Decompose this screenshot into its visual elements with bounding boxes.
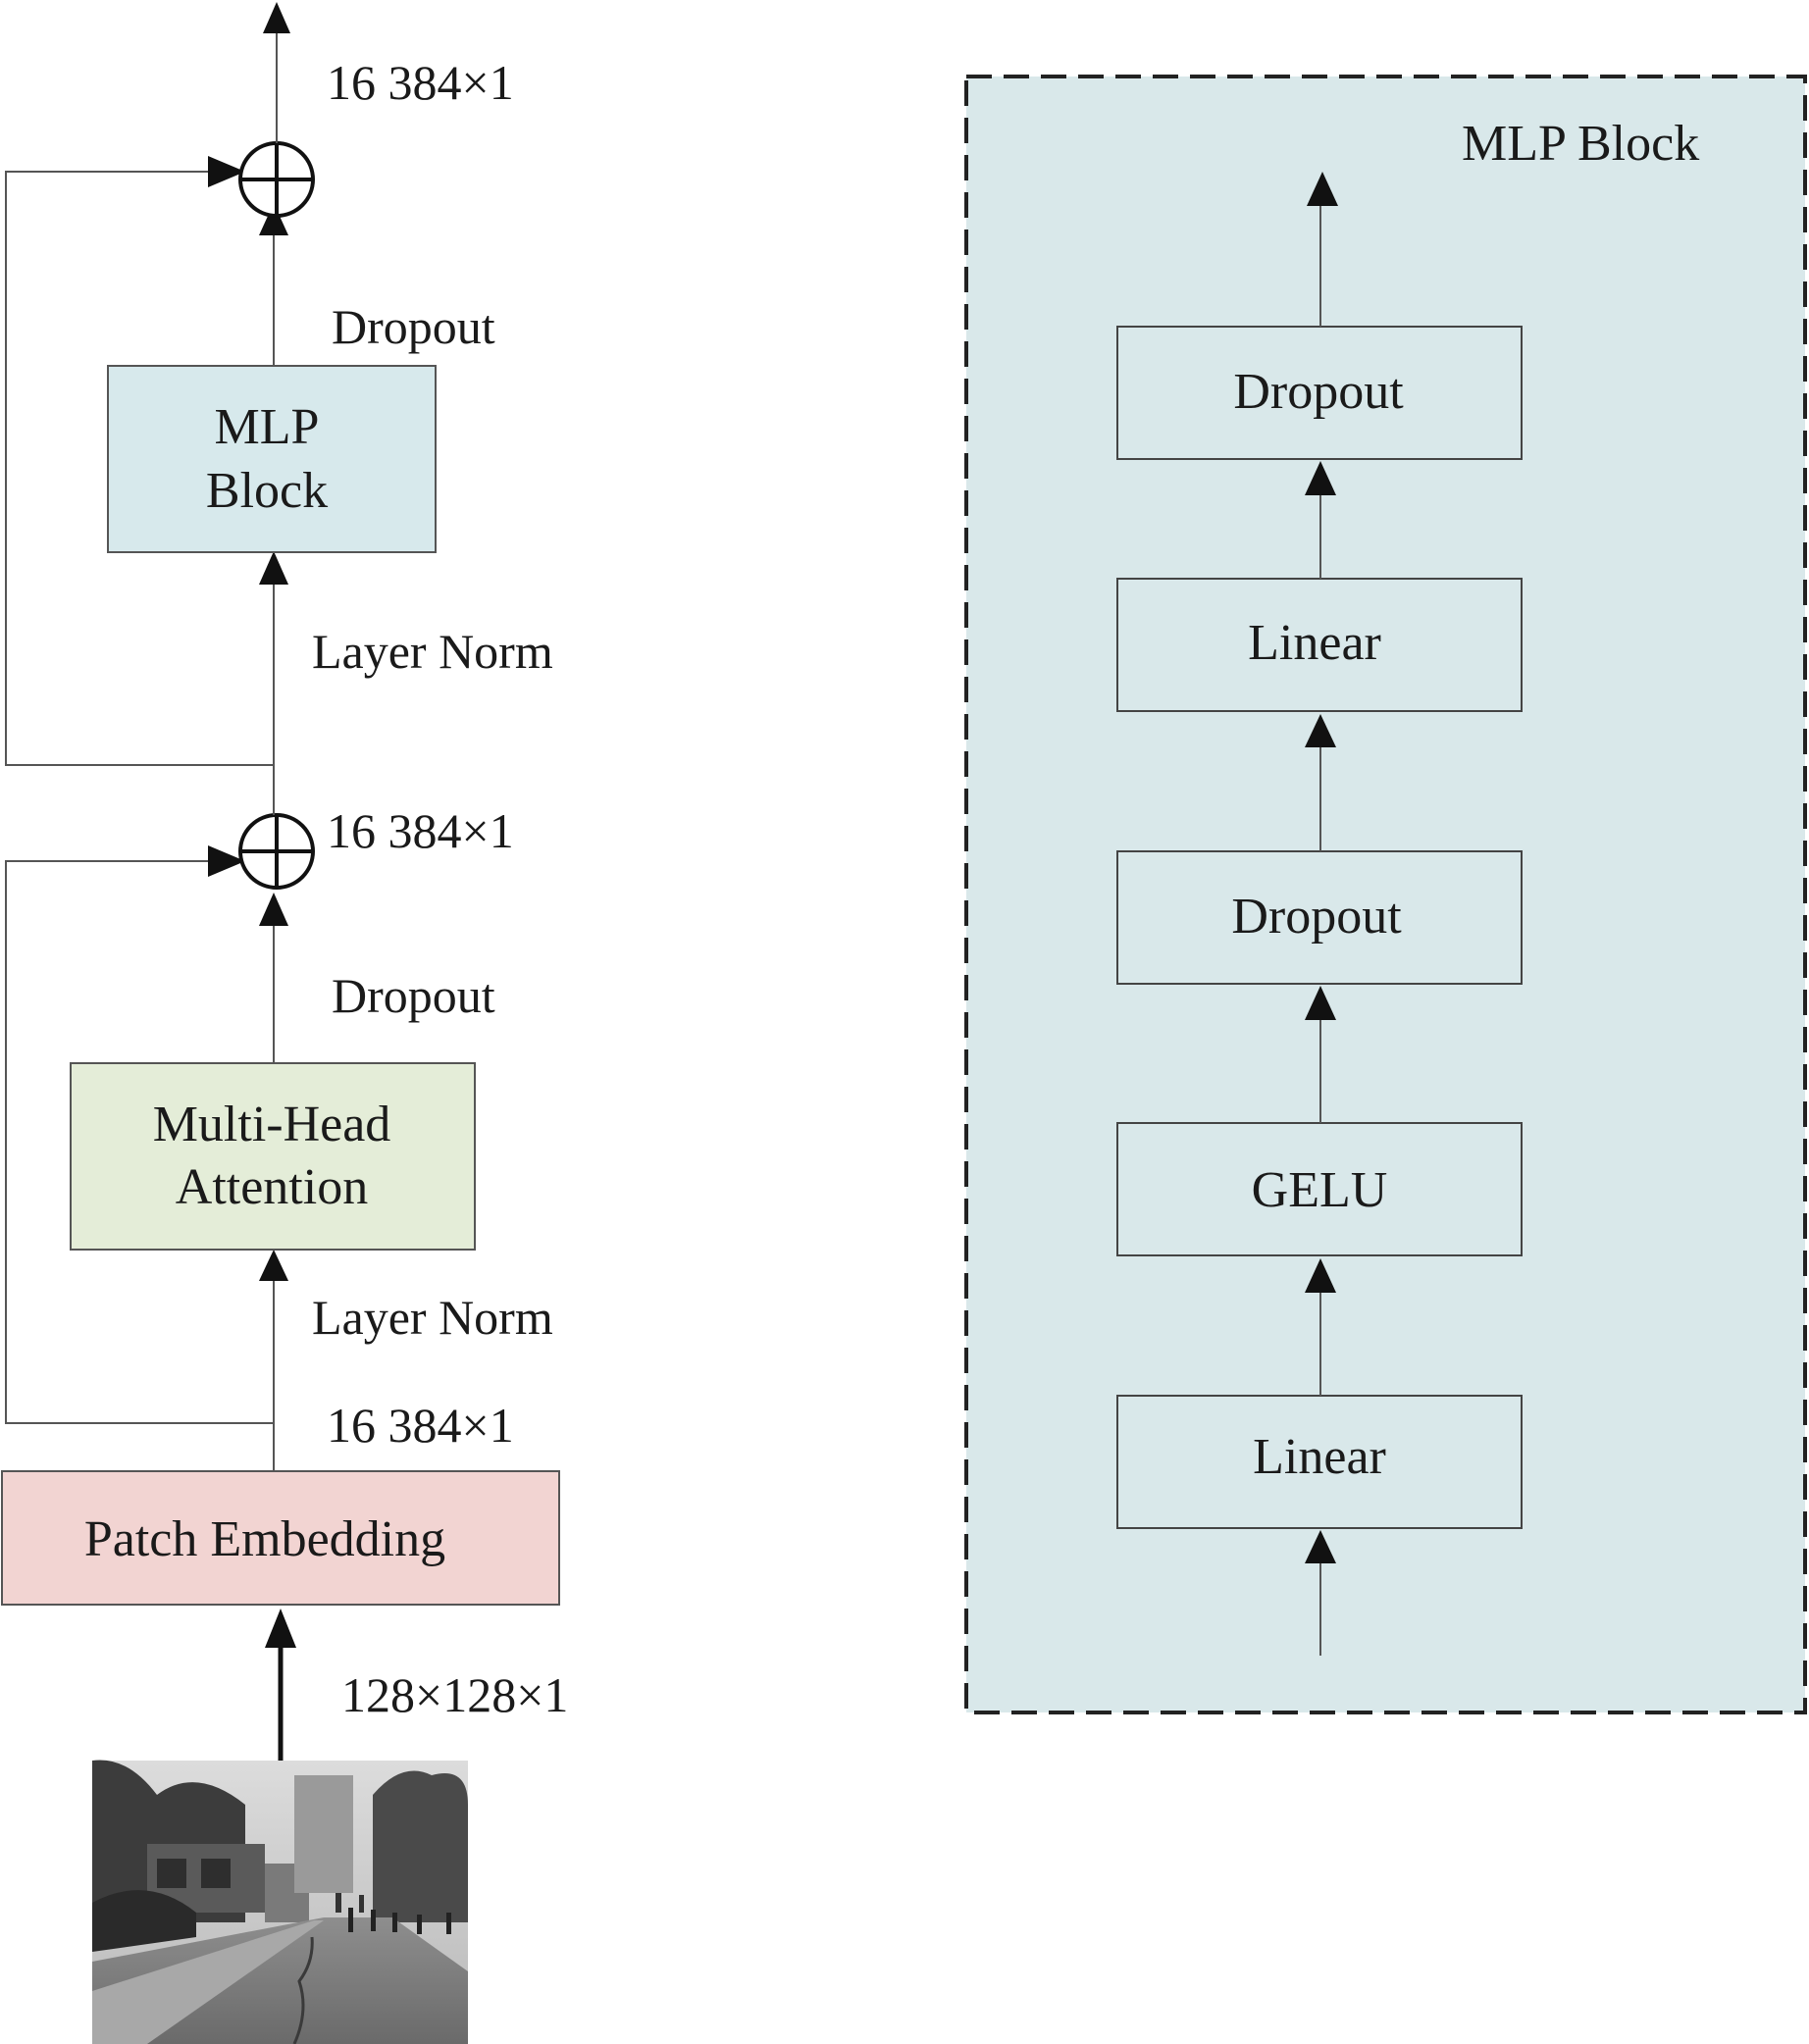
mlp-arrowhead-4 [1305, 461, 1336, 495]
mlp-output-arrowhead [1307, 172, 1338, 206]
embed-dim-label: 16 384×1 [327, 1398, 514, 1453]
mlp-detail-title: MLP Block [1462, 116, 1699, 172]
layer-norm-label-1: Layer Norm [312, 1290, 553, 1345]
input-dim-label: 128×128×1 [341, 1667, 568, 1722]
layer-norm-arrowhead-2 [259, 551, 288, 585]
skip-connection-1 [5, 860, 274, 1424]
mlp-block-box [107, 365, 437, 553]
multi-head-attention-box [70, 1062, 476, 1251]
residual-dim-label-1: 16 384×1 [327, 803, 514, 858]
output-arrowhead [263, 2, 290, 33]
skip-arrowhead-1 [208, 845, 245, 877]
mlp-layer-dropout-2-label: Dropout [1233, 364, 1404, 420]
mlp-layer-linear-2 [1116, 578, 1523, 712]
mlp-layer-dropout-1 [1116, 850, 1523, 985]
mlp-layer-gelu-label: GELU [1252, 1162, 1388, 1218]
dropout-label-2: Dropout [332, 299, 495, 354]
mlp-arrowhead-3 [1305, 714, 1336, 747]
dropout-arrowhead-2 [259, 203, 288, 235]
mlp-input-arrowhead [1305, 1530, 1336, 1563]
layer-norm-arrowhead-1 [259, 1250, 288, 1281]
input-image [92, 1760, 468, 2044]
layer-norm-label-2: Layer Norm [312, 624, 553, 679]
skip-connection-2 [5, 171, 274, 766]
patch-embedding-box [1, 1470, 560, 1606]
mlp-block-label-1: MLP [215, 399, 320, 455]
mlp-layer-dropout-2 [1116, 326, 1523, 460]
mlp-layer-linear-2-label: Linear [1248, 615, 1381, 671]
multi-head-attention-label-2: Attention [176, 1159, 368, 1215]
add-circle-2 [238, 141, 315, 218]
patch-embedding-label: Patch Embedding [84, 1511, 445, 1567]
mlp-block-label-2: Block [206, 463, 328, 519]
input-arrowhead [265, 1609, 296, 1648]
multi-head-attention-label-1: Multi-Head [153, 1097, 391, 1152]
mlp-layer-linear-1 [1116, 1395, 1523, 1529]
dropout-arrowhead-1 [259, 893, 288, 926]
mlp-layer-linear-1-label: Linear [1253, 1429, 1386, 1485]
mlp-arrowhead-1 [1305, 1258, 1336, 1293]
add-circle-1 [238, 813, 315, 890]
mlp-layer-dropout-1-label: Dropout [1231, 889, 1402, 945]
skip-arrowhead-2 [208, 156, 245, 187]
mlp-arrowhead-2 [1305, 986, 1336, 1020]
dropout-label-1: Dropout [332, 968, 495, 1023]
output-dim-label: 16 384×1 [327, 55, 514, 110]
